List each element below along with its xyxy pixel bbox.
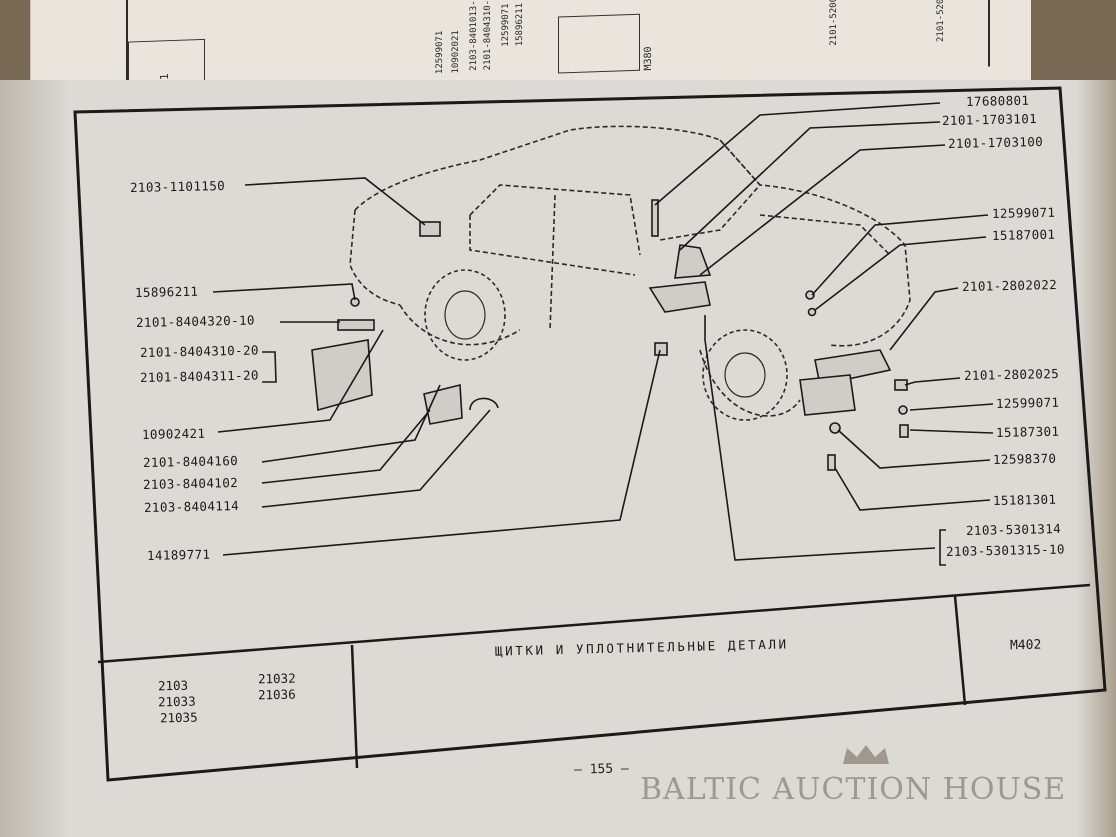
callout-label: 15181301: [992, 491, 1057, 508]
callout-label: 2101-1703100: [947, 134, 1044, 151]
part-mudflap: [311, 339, 373, 412]
callout-label: 2101-8404311-20: [139, 367, 260, 385]
callout-label: 10902421: [141, 425, 206, 442]
callout-label: 2103-5301315-10: [945, 541, 1066, 559]
page-gutter-shadow: [0, 80, 70, 837]
callout-label: 2101-8404310-20: [139, 342, 260, 360]
front-wheel-hub: [444, 290, 486, 340]
page-frame: [73, 86, 1107, 782]
title-block-top-line: [97, 583, 1091, 664]
part-screw: [827, 454, 836, 471]
callout-label: 2103-1101150: [129, 178, 226, 195]
catalog-page: [0, 80, 1116, 837]
model-number: 2103: [157, 677, 189, 694]
callout-label: 14189771: [146, 546, 211, 563]
callout-label: 2101-8404160: [142, 453, 239, 470]
part-clip: [469, 397, 499, 411]
watermark-text: BALTIC AUCTION HOUSE: [640, 772, 1067, 807]
callout-label: 2101-2802025: [963, 366, 1060, 383]
part-bracket-plate: [799, 374, 856, 416]
part-plate: [423, 383, 463, 425]
callout-label: 12599071: [991, 204, 1056, 221]
callout-label: 12598370: [992, 450, 1057, 467]
crown-icon: [843, 745, 889, 764]
part-nut: [807, 307, 817, 317]
car-outline: [349, 125, 911, 417]
callout-label: 17680801: [965, 92, 1030, 109]
title-block-divider: [953, 595, 967, 706]
callout-label: 2101-8404320-10: [135, 312, 256, 330]
parts: [311, 199, 909, 471]
part-grille-insert: [419, 221, 441, 237]
callout-label: 2103-8404102: [142, 475, 239, 492]
part-washer: [898, 405, 908, 415]
callout-label: 15187001: [991, 226, 1056, 243]
leader-lines: [212, 102, 994, 566]
front-wheel: [424, 269, 506, 361]
callout-label: 2101-2802022: [961, 277, 1058, 294]
page-number: — 155 —: [573, 761, 629, 778]
section-code: М402: [1009, 637, 1042, 654]
callout-label: 2103-8404114: [143, 498, 240, 515]
model-number: 21033: [157, 693, 196, 710]
callout-label: 2103-5301314: [965, 521, 1062, 538]
part-nut: [805, 290, 815, 300]
model-number: 21032: [257, 670, 296, 687]
model-number: 21035: [159, 709, 198, 726]
part-clip: [654, 342, 668, 356]
page-edge-shadow: [1076, 80, 1116, 837]
part-screw: [899, 424, 909, 438]
part-boot: [674, 244, 712, 279]
callout-label: 15187301: [995, 423, 1060, 440]
callout-label: 12599071: [995, 394, 1060, 411]
callout-label: 15896211: [134, 283, 199, 300]
rear-wheel: [702, 329, 788, 421]
model-number: 21036: [257, 686, 296, 703]
rear-wheel-hub: [724, 352, 766, 398]
callout-label: 2101-1703101: [941, 111, 1038, 128]
part-bolt: [651, 199, 659, 237]
part-seat: [648, 281, 711, 313]
part-mudflap-bracket: [337, 319, 375, 331]
title-block-divider: [350, 644, 359, 769]
part-washer: [829, 422, 841, 434]
